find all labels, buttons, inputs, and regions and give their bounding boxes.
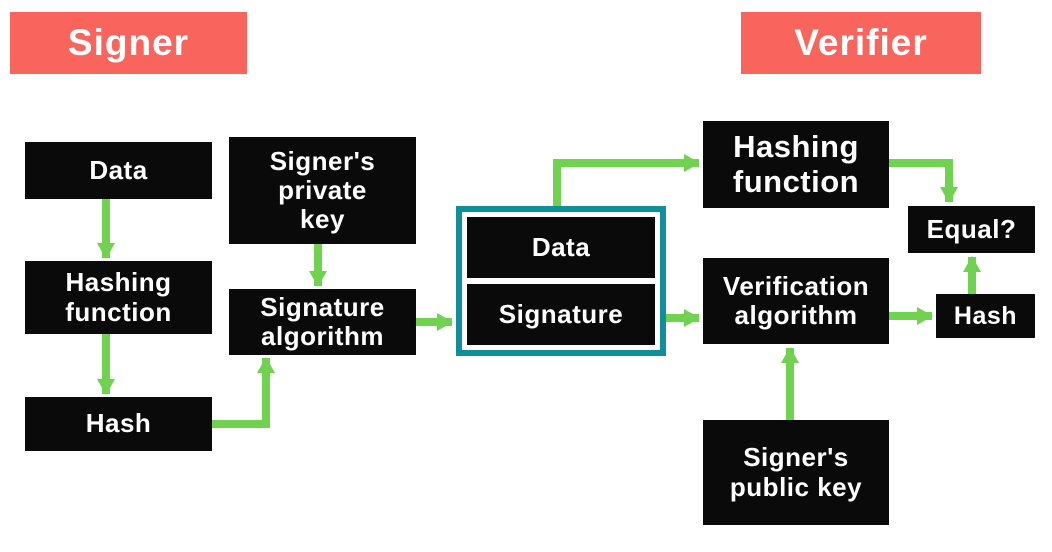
arrow-package-to-verifier-hashing-function xyxy=(553,154,700,206)
package-signature-box: Signature xyxy=(467,284,655,345)
signer-private-key-box: Signer's private key xyxy=(229,137,416,244)
signed-package-box: Data Signature xyxy=(456,206,666,356)
signer-hash-box: Hash xyxy=(25,397,212,451)
verifier-hashing-function-box: Hashing function xyxy=(703,121,889,208)
signer-header: Signer xyxy=(10,12,247,74)
signer-hashing-function-box: Hashing function xyxy=(25,261,212,334)
signer-public-key-box: Signer's public key xyxy=(703,420,889,525)
signer-data-box: Data xyxy=(25,142,212,199)
verification-algorithm-box: Verification algorithm xyxy=(703,258,889,344)
package-data-box: Data xyxy=(467,217,655,278)
arrow-hash-to-signature-algorithm xyxy=(212,357,275,428)
verifier-hash-box: Hash xyxy=(936,294,1035,338)
verifier-header: Verifier xyxy=(741,12,981,74)
signature-algorithm-box: Signature algorithm xyxy=(229,289,416,355)
equal-box: Equal? xyxy=(908,206,1035,253)
arrow-hashing-function-to-equal xyxy=(889,159,958,203)
